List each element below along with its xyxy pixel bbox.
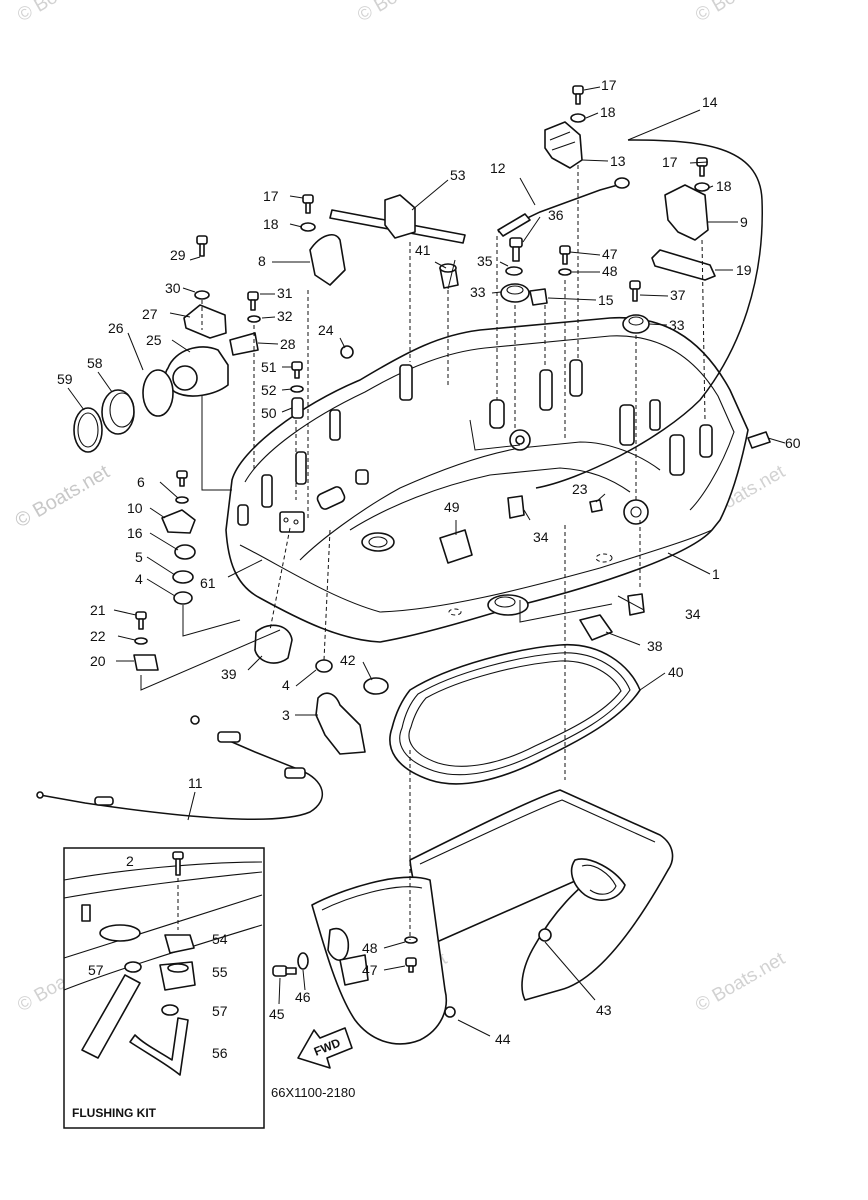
label-6: 6 (137, 474, 145, 490)
label-1: 1 (712, 566, 720, 582)
label-31: 31 (277, 285, 293, 301)
label-11: 11 (188, 775, 203, 791)
label-46: 46 (295, 989, 311, 1005)
label-47b: 47 (362, 962, 378, 978)
label-42: 42 (340, 652, 356, 668)
label-38: 38 (647, 638, 663, 654)
watermark-bottom-right: © Boats.net (692, 948, 789, 1016)
label-60: 60 (785, 435, 801, 451)
label-10: 10 (127, 500, 143, 516)
label-43: 43 (596, 1002, 612, 1018)
label-19: 19 (736, 262, 752, 278)
label-2: 2 (126, 853, 134, 869)
bottom-cowling-1 (225, 316, 749, 643)
label-13: 13 (610, 153, 626, 169)
label-52: 52 (261, 382, 277, 398)
label-27: 27 (142, 306, 158, 322)
label-47a: 47 (602, 246, 618, 262)
diagram-code: 66X1100-2180 (271, 1085, 355, 1100)
label-40: 40 (668, 664, 684, 680)
label-33a: 33 (470, 284, 486, 300)
label-20: 20 (90, 653, 106, 669)
label-37: 37 (670, 287, 686, 303)
label-34a: 34 (533, 529, 549, 545)
label-17a: 17 (601, 77, 617, 93)
label-39: 39 (221, 666, 237, 682)
watermark-top-center: © Boats.net (354, 0, 451, 26)
label-34b: 34 (685, 606, 701, 622)
label-33b: 33 (669, 317, 685, 333)
label-55: 55 (212, 964, 228, 980)
label-22: 22 (90, 628, 106, 644)
watermark-top-left: © Boats.net (14, 0, 111, 26)
label-28: 28 (280, 336, 296, 352)
label-30: 30 (165, 280, 181, 296)
label-35: 35 (477, 253, 493, 269)
label-15: 15 (598, 292, 614, 308)
label-48a: 48 (602, 263, 618, 279)
watermark-top-right: © Boats.net (692, 0, 789, 26)
label-44: 44 (495, 1031, 511, 1047)
label-45: 45 (269, 1006, 285, 1022)
seal-gasket-40 (389, 644, 641, 785)
label-48b: 48 (362, 940, 378, 956)
lower-cover-43 (409, 789, 674, 1001)
label-54: 54 (212, 931, 228, 947)
label-58: 58 (87, 355, 103, 371)
label-17b: 17 (662, 154, 678, 170)
label-17c: 17 (263, 188, 279, 204)
label-50: 50 (261, 405, 277, 421)
label-51: 51 (261, 359, 277, 375)
label-3: 3 (282, 707, 290, 723)
label-59: 59 (57, 371, 73, 387)
label-16: 16 (127, 525, 143, 541)
label-14: 14 (702, 94, 718, 110)
watermark-main: © Boats.net (12, 461, 114, 533)
label-32: 32 (277, 308, 293, 324)
label-12: 12 (490, 160, 506, 176)
label-8: 8 (258, 253, 266, 269)
side-cover-44 (311, 876, 456, 1045)
label-49: 49 (444, 499, 460, 515)
part-number-labels: 17 18 13 14 12 53 17 18 8 17 18 9 19 36 … (57, 77, 801, 1120)
label-36: 36 (548, 207, 564, 223)
label-53: 53 (450, 167, 466, 183)
label-5: 5 (135, 549, 143, 565)
label-4b: 4 (282, 677, 290, 693)
label-57b: 57 (212, 1003, 228, 1019)
label-25: 25 (146, 332, 162, 348)
label-61: 61 (200, 575, 216, 591)
label-18c: 18 (263, 216, 279, 232)
fwd-arrow: FWD (297, 1027, 353, 1069)
label-21: 21 (90, 602, 106, 618)
label-56: 56 (212, 1045, 228, 1061)
label-41: 41 (415, 242, 431, 258)
label-18b: 18 (716, 178, 732, 194)
label-26: 26 (108, 320, 124, 336)
label-4a: 4 (135, 571, 143, 587)
flushing-kit-inset (63, 847, 265, 1129)
label-23: 23 (572, 481, 588, 497)
label-18a: 18 (600, 104, 616, 120)
leader-lines (67, 86, 786, 1037)
label-29: 29 (170, 247, 186, 263)
flushing-kit-title: FLUSHING KIT (72, 1106, 157, 1120)
label-57a: 57 (88, 962, 104, 978)
label-9: 9 (740, 214, 748, 230)
label-24: 24 (318, 322, 334, 338)
